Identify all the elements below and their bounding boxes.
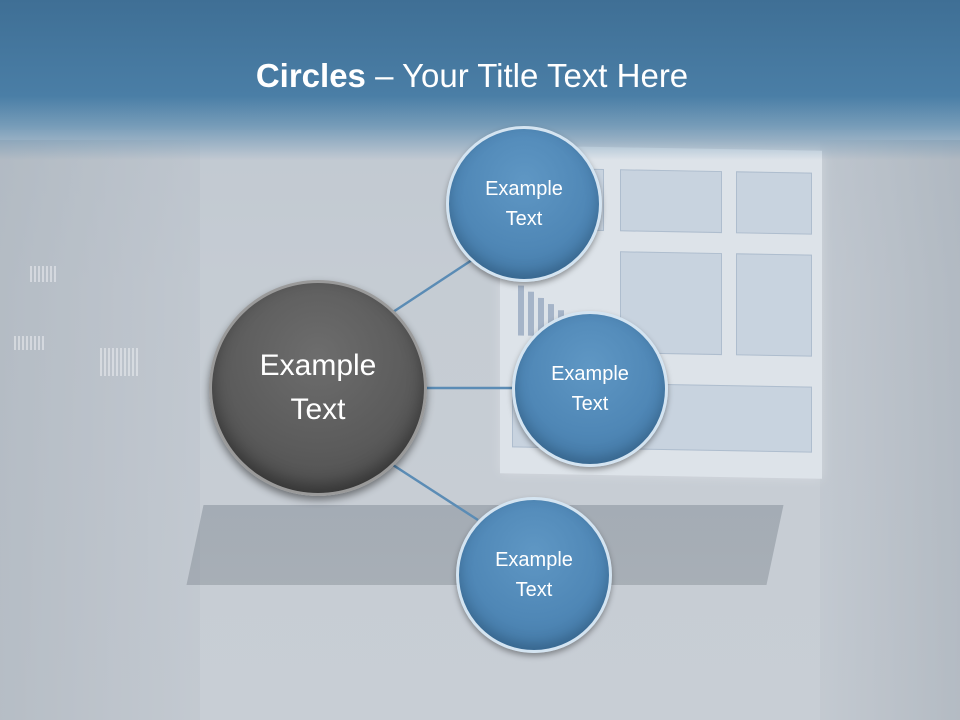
title-bar — [0, 0, 960, 160]
connector-line-top — [392, 256, 476, 314]
node-bottom-label-line1: Example — [495, 549, 573, 571]
node-middle-label-line2: Text — [571, 393, 609, 415]
connector-line-bottom — [392, 463, 479, 522]
center-circle-label-line2: Text — [290, 393, 346, 426]
center-circle-label-line1: Example — [259, 349, 377, 382]
center-circle[interactable]: Example Text — [209, 280, 427, 496]
node-circle-bottom[interactable]: Example Text — [456, 497, 612, 653]
slide-title: Circles – Your Title Text Here — [0, 56, 944, 96]
node-top-label-line2: Text — [505, 208, 543, 230]
title-bold-text: Circles — [255, 57, 366, 94]
server-rack-right-image — [820, 140, 960, 720]
title-rest-text: – Your Title Text Here — [365, 57, 689, 94]
node-circle-top[interactable]: Example Text — [446, 126, 602, 282]
server-rack-left-image — [0, 140, 200, 720]
node-middle-label-line1: Example — [551, 363, 629, 385]
node-bottom-label-line2: Text — [515, 579, 553, 601]
node-top-label-line1: Example — [485, 178, 563, 200]
node-circle-middle[interactable]: Example Text — [512, 311, 668, 467]
